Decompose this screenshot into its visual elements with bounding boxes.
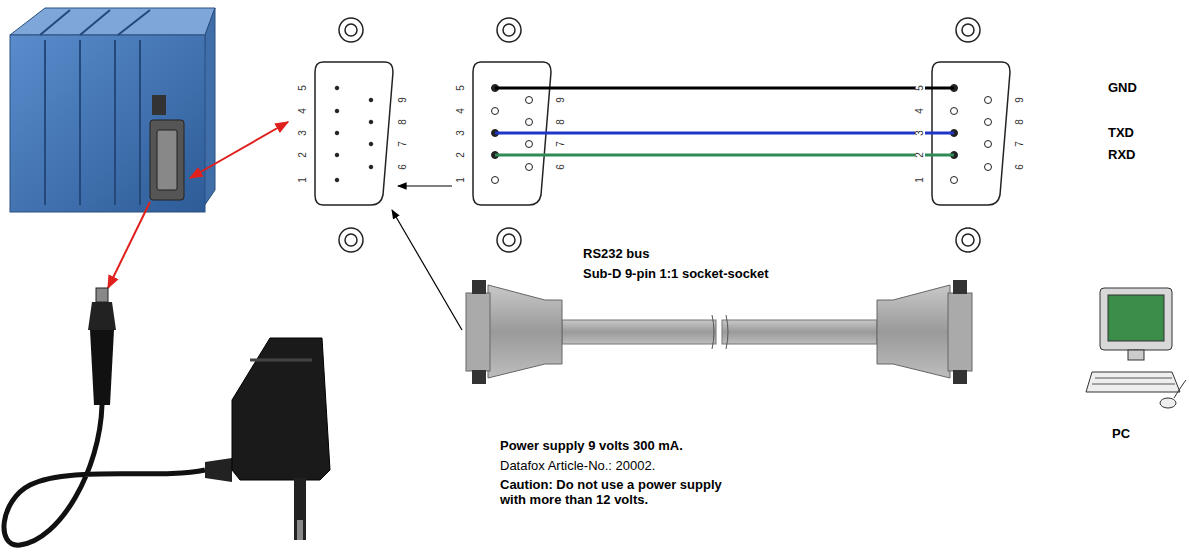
pin-number: 6 bbox=[556, 163, 566, 171]
pin-number: 1 bbox=[298, 176, 308, 184]
txd-wire bbox=[495, 132, 954, 135]
power-arrow bbox=[108, 202, 150, 288]
pin-number: 9 bbox=[398, 96, 408, 104]
pin-number: 4 bbox=[298, 107, 308, 115]
pin-number: 4 bbox=[456, 107, 466, 115]
pc-icon bbox=[1086, 288, 1186, 408]
pin-number: 5 bbox=[298, 84, 308, 92]
caution-note: Caution: Do not use a power supply with … bbox=[500, 478, 750, 508]
pin-number: 3 bbox=[915, 129, 925, 137]
pin-number: 7 bbox=[1015, 140, 1025, 148]
pointer-arrow bbox=[392, 210, 462, 330]
sub-d-connectors bbox=[315, 18, 1010, 252]
pin-number: 9 bbox=[1015, 96, 1025, 104]
rxd-wire bbox=[495, 154, 954, 157]
device-label: PC bbox=[1112, 427, 1130, 442]
pin-number: 2 bbox=[298, 151, 308, 159]
pin-number: 8 bbox=[398, 118, 408, 126]
pointer-arrow bbox=[398, 185, 452, 186]
signal-name: RXD bbox=[1108, 148, 1135, 163]
pin-number: 2 bbox=[456, 151, 466, 159]
pin-number: 8 bbox=[1015, 118, 1025, 126]
pin-number: 3 bbox=[456, 129, 466, 137]
pin-number: 9 bbox=[556, 96, 566, 104]
power-note: Power supply 9 volts 300 mA. bbox=[500, 439, 683, 454]
pin-number: 1 bbox=[456, 176, 466, 184]
pin-number: 4 bbox=[915, 107, 925, 115]
sub-d-connector bbox=[932, 18, 1010, 252]
pin-number: 3 bbox=[298, 129, 308, 137]
pin-number: 6 bbox=[1015, 163, 1025, 171]
sub-d-connector bbox=[315, 18, 393, 252]
power-adapter bbox=[4, 288, 330, 545]
sub-d-connector bbox=[473, 18, 551, 252]
connection-arrow bbox=[190, 122, 288, 178]
pin-number: 2 bbox=[915, 151, 925, 159]
signal-name: TXD bbox=[1108, 126, 1134, 141]
pin-number: 7 bbox=[556, 140, 566, 148]
signal-name: GND bbox=[1108, 81, 1137, 96]
pin-number: 1 bbox=[915, 176, 925, 184]
pin-number: 6 bbox=[398, 163, 408, 171]
pin-number: 5 bbox=[456, 84, 466, 92]
article-number: Datafox Article-No.: 20002. bbox=[500, 459, 655, 474]
pin-number: 5 bbox=[915, 84, 925, 92]
cable-label: RS232 bus bbox=[583, 247, 649, 262]
datafox-device bbox=[10, 8, 215, 212]
serial-cable bbox=[466, 280, 972, 384]
pin-number: 8 bbox=[556, 118, 566, 126]
pin-number: 7 bbox=[398, 140, 408, 148]
cable-label: Sub-D 9-pin 1:1 socket-socket bbox=[583, 267, 769, 282]
gnd-wire bbox=[495, 87, 954, 90]
